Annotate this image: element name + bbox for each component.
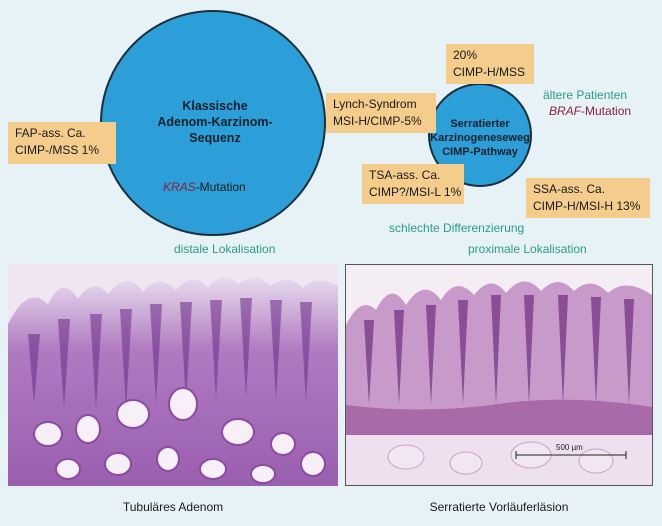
braf-mutation-label: BRAF-Mutation [549, 104, 632, 118]
tsa-box: TSA-ass. Ca. CIMP?/MSI-L 1% [362, 164, 464, 204]
tubular-adenoma-histology-picture [8, 264, 338, 486]
older-patients-label: ältere Patienten [543, 88, 628, 102]
scale-bar-label: 500 µm [556, 443, 583, 452]
cimp-h-mss-box: 20% CIMP-H/MSS [446, 44, 534, 84]
serrated-lesion-image: 500 µm [345, 264, 653, 486]
distal-location-label: distale Lokalisation [174, 242, 276, 256]
serrated-lesion-caption: Serratierte Vorläuferläsion [429, 500, 569, 514]
serrated-lesion-histology-picture [346, 265, 652, 485]
proximal-location-label: proximale Lokalisation [468, 242, 587, 256]
adenoma-carcinoma-title: Klassische Adenom-Karzinom- Sequenz [157, 99, 273, 145]
lynch-syndrome-box: Lynch-Syndrom MSI-H/CIMP-5% [326, 93, 436, 133]
tubular-adenoma-image [8, 264, 338, 486]
serrated-pathway-title: Serratierter Karzinogeneseweg CIMP-Pathw… [430, 118, 530, 158]
poor-differentiation-label: schlechte Differenzierung [389, 221, 525, 235]
fap-box: FAP-ass. Ca. CIMP-/MSS 1% [8, 122, 116, 164]
adenoma-carcinoma-circle [100, 10, 326, 236]
ssa-box: SSA-ass. Ca. CIMP-H/MSI-H 13% [526, 178, 650, 218]
tubular-adenoma-caption: Tubuläres Adenom [122, 500, 224, 514]
kras-mutation-label: KRAS-Mutation [163, 180, 246, 194]
